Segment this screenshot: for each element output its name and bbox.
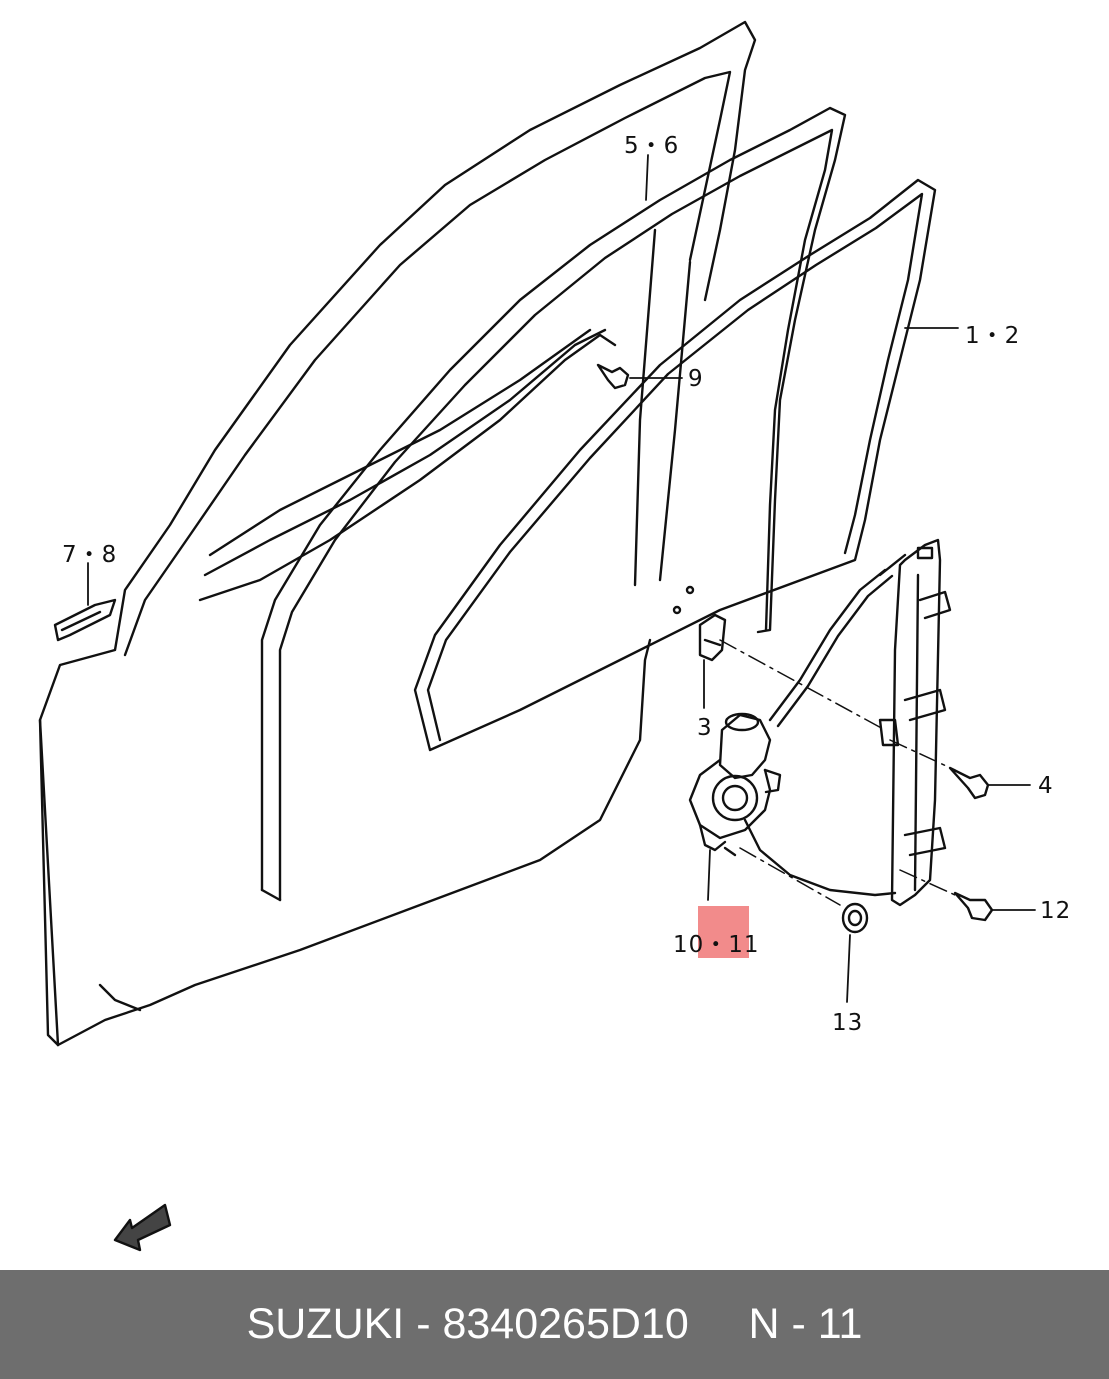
callout-13: 13 — [832, 1010, 864, 1036]
callout-10-11: 10・11 — [673, 932, 760, 958]
door-shell — [40, 22, 755, 1045]
belt-molding — [200, 330, 615, 600]
footer-part-number: SUZUKI - 8340265D10 N - 11 — [246, 1300, 863, 1348]
callout-4: 4 — [1038, 773, 1054, 799]
callout-5-6: 5・6 — [624, 133, 680, 159]
callout-12: 12 — [1040, 898, 1072, 924]
regulator-cable — [745, 570, 895, 895]
callout-7-8: 7・8 — [62, 542, 118, 568]
highlight-part-11 — [698, 906, 749, 958]
callout-3: 3 — [697, 715, 713, 741]
callout-9: 9 — [688, 366, 704, 392]
door-glass — [415, 180, 935, 750]
callout-1-2: 1・2 — [965, 323, 1021, 349]
footer-bar: SUZUKI - 8340265D10 N - 11 — [0, 1270, 1109, 1379]
regulator-rail — [880, 540, 950, 905]
parts-diagram: 5・6 1・2 9 7・8 3 4 12 10・11 13 — [0, 0, 1072, 1270]
molding-78 — [55, 600, 115, 640]
fasteners — [598, 365, 992, 932]
window-frame-weatherstrip — [262, 108, 845, 900]
glass-holder — [700, 615, 725, 660]
window-motor — [690, 714, 780, 855]
leader-lines — [88, 155, 1035, 1002]
alignment-lines — [720, 640, 955, 905]
fwd-arrow-icon — [115, 1205, 170, 1250]
